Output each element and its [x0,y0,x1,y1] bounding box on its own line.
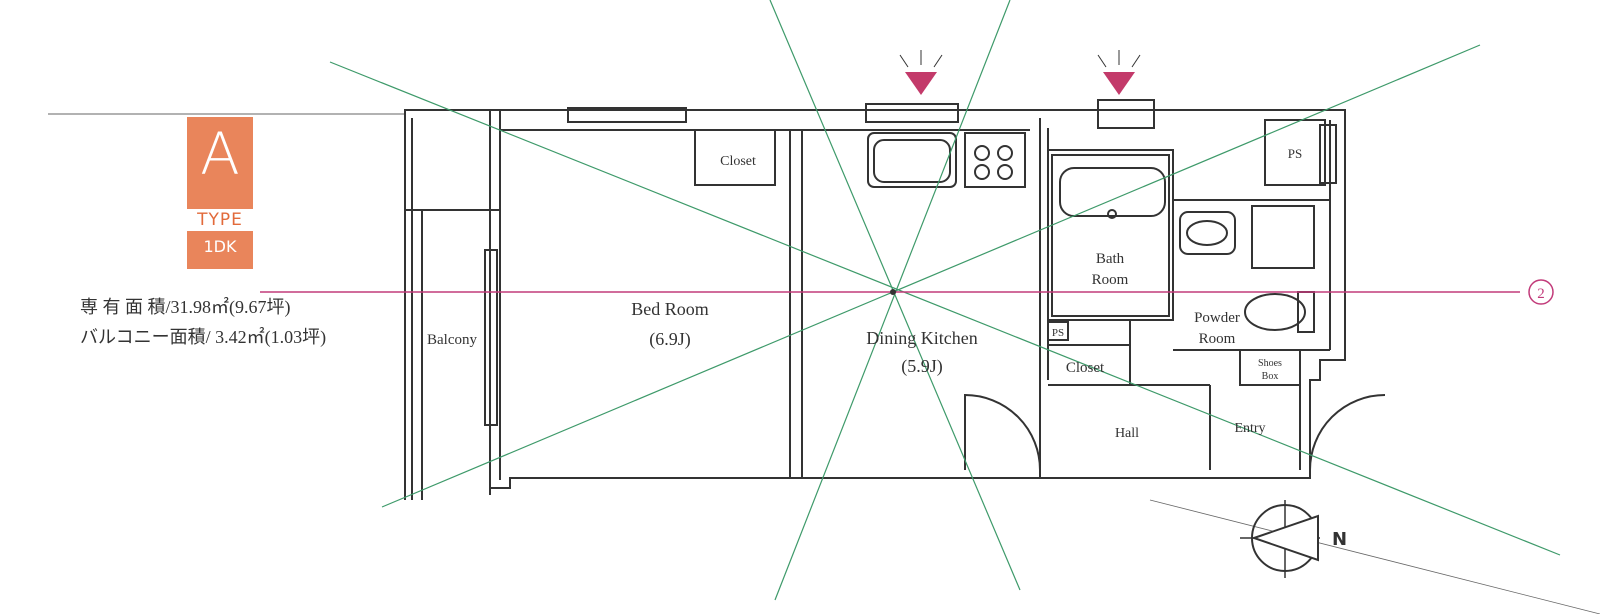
label-shoes-2: Box [1262,371,1279,382]
orientation-lines [329,0,1600,614]
arrow-rays [899,50,1141,68]
label-dining: Dining Kitchen [866,328,977,348]
label-powder-2: Room [1199,331,1236,347]
label-dining-size: (5.9J) [901,356,943,377]
unit-type-badge: A TYPE 1DK [187,117,253,269]
label-bath-1: Bath [1096,251,1125,267]
label-entry: Entry [1234,421,1265,436]
annotation-circle [1528,279,1554,305]
entrance-arrow-2 [1103,72,1135,95]
label-ps-small: PS [1052,327,1064,339]
label-closet-upper: Closet [720,154,756,169]
unit-type-letter: A [200,120,240,188]
label-bath-2: Room [1092,272,1129,288]
label-bedroom: Bed Room [631,299,709,319]
label-hall: Hall [1115,426,1139,441]
unit-type-label: TYPE [187,209,253,231]
label-closet-lower: Closet [1066,360,1105,376]
private-area-text: 専 有 面 積/31.98㎡(9.67坪) [80,297,291,317]
walls [404,99,1386,500]
label-ps-corner: PS [1288,146,1302,161]
center-point [890,289,896,295]
label-bedroom-size: (6.9J) [649,329,691,350]
room-labels: Balcony Bed Room (6.9J) Closet Dining Ki… [427,146,1302,441]
annotation-circle-label: 2 [1537,286,1545,302]
label-balcony: Balcony [427,332,477,348]
entrance-arrow-1 [905,72,937,95]
label-shoes-1: Shoes [1258,358,1282,369]
compass: N [1240,500,1347,578]
unit-layout-label: 1DK [203,237,237,256]
balcony-area-text: バルコニー面積/ 3.42㎡(1.03坪) [80,327,327,347]
compass-north-label: N [1332,529,1347,550]
label-powder-1: Powder [1194,310,1240,326]
